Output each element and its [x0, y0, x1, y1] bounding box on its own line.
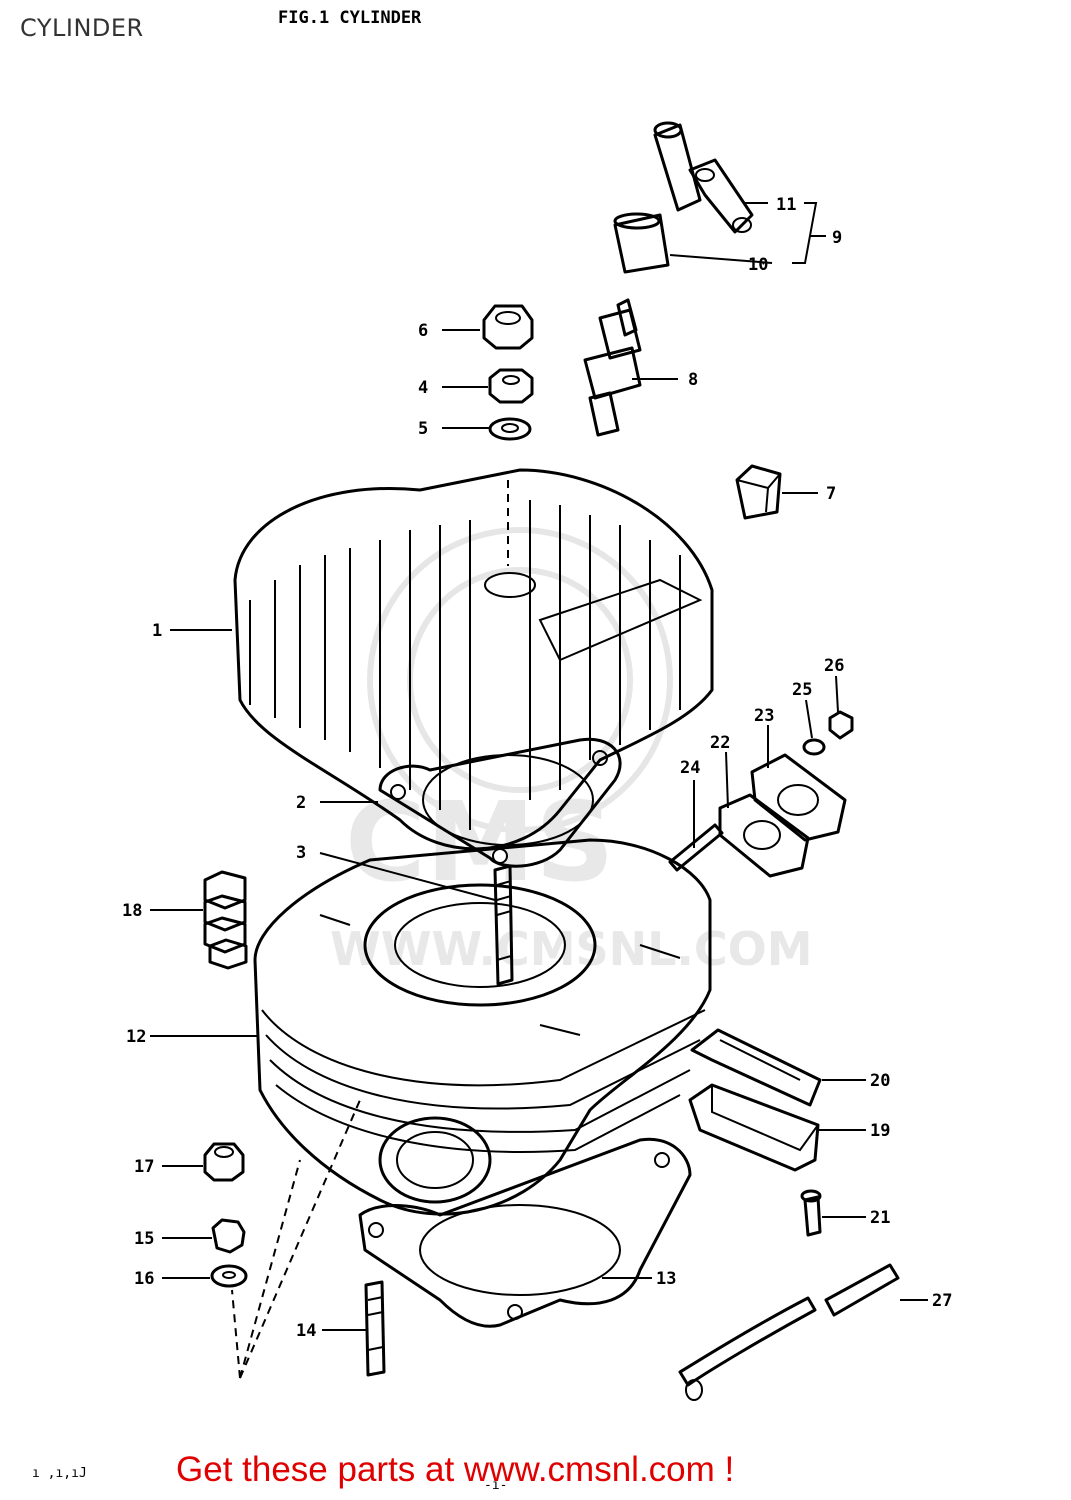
intake-washer-part [802, 738, 826, 756]
callout-9: 9 [832, 228, 842, 248]
reed-bolt-part [800, 1189, 822, 1237]
cylinder-block-part [253, 838, 712, 1216]
callout-14: 14 [296, 1321, 316, 1341]
callout-15: 15 [134, 1229, 154, 1249]
callout-13: 13 [656, 1269, 676, 1289]
callout-1: 1 [152, 621, 162, 641]
small-washer-part [210, 1264, 248, 1288]
callout-25: 25 [792, 680, 812, 700]
rubber-cap-part [735, 464, 782, 520]
callout-5: 5 [418, 419, 428, 439]
callout-17: 17 [134, 1157, 154, 1177]
breather-hose-part [678, 1263, 900, 1401]
callout-23: 23 [754, 706, 774, 726]
callout-21: 21 [870, 1208, 890, 1228]
callout-18: 18 [122, 901, 142, 921]
rubber-damper-part [203, 870, 248, 970]
svg-text:WWW.CMSNL.COM: WWW.CMSNL.COM [330, 922, 813, 976]
page-title: CYLINDER [20, 14, 144, 42]
intake-insulator-part [750, 753, 847, 842]
page-mark: -ı- [484, 1478, 508, 1493]
callout-11: 11 [776, 195, 796, 215]
callout-19: 19 [870, 1121, 890, 1141]
callout-3: 3 [296, 843, 306, 863]
intake-stud-part [668, 823, 724, 872]
footer-code: ı ,ı,ıJ [32, 1466, 87, 1481]
head-gasket-part [378, 737, 622, 868]
cylinder-head-part [233, 468, 714, 851]
nut-part [488, 368, 534, 404]
callout-26: 26 [824, 656, 844, 676]
callout-22: 22 [710, 733, 730, 753]
intake-nut-part [828, 710, 854, 740]
alignment-dashes [231, 480, 509, 1379]
callout-2: 2 [296, 793, 306, 813]
leader-lines [150, 202, 928, 1331]
callout-8: 8 [688, 370, 698, 390]
callout-27: 27 [932, 1291, 952, 1311]
reed-valve-part [688, 1028, 822, 1172]
exhaust-nut-part [203, 1142, 245, 1182]
callout-20: 20 [870, 1071, 890, 1091]
callout-4: 4 [418, 378, 428, 398]
washer-part [488, 417, 532, 441]
callout-16: 16 [134, 1269, 154, 1289]
callout-6: 6 [418, 321, 428, 341]
callout-10: 10 [748, 255, 768, 275]
callout-12: 12 [126, 1027, 146, 1047]
figure-title: FIG.1 CYLINDER [278, 8, 422, 28]
base-stud-part [364, 1280, 386, 1377]
small-nut-part [211, 1218, 246, 1254]
promo-link[interactable]: Get these parts at www.cmsnl.com ! [176, 1450, 735, 1489]
cap-nut-part [482, 304, 534, 350]
callout-7: 7 [826, 484, 836, 504]
base-gasket-part [358, 1137, 692, 1328]
spark-plug-cap-part [613, 121, 754, 274]
callout-24: 24 [680, 758, 700, 778]
spark-plug-part [583, 298, 642, 437]
stud-bolt-part [493, 864, 514, 986]
